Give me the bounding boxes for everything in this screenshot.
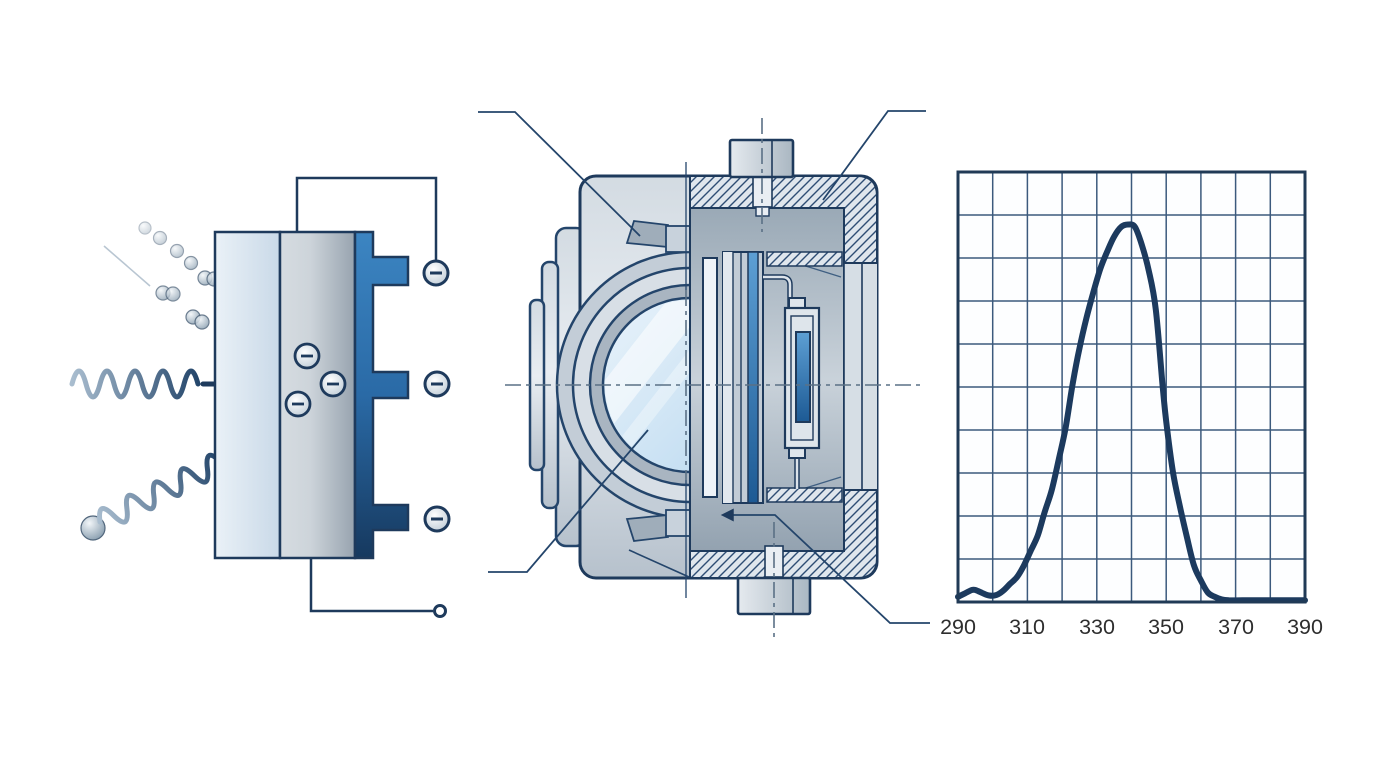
electron-icon	[293, 342, 321, 370]
sensor-cell	[795, 331, 811, 423]
photon-particle	[138, 221, 152, 235]
mount-section	[766, 487, 843, 503]
x-axis-tick-label: 390	[1287, 615, 1323, 639]
x-axis-tick-label: 290	[940, 615, 976, 639]
electron-icon	[422, 259, 450, 287]
photon-particle	[165, 286, 181, 302]
leader-line-top-right	[822, 110, 926, 201]
electron-icon	[423, 370, 451, 398]
light-wave-icon	[97, 452, 224, 525]
leader-line-top-left	[478, 111, 641, 237]
chamfer-line	[628, 549, 690, 578]
chart-panel: 290 310 330 350 370 390	[940, 170, 1323, 639]
photocathode-plate	[213, 230, 410, 560]
light-wave-icon	[69, 368, 201, 400]
retainer-step	[665, 509, 693, 537]
leader-line-bottom-left	[488, 429, 649, 573]
element-holder	[783, 297, 821, 459]
glass-layer	[213, 230, 282, 560]
x-axis-tick-label: 310	[1009, 615, 1045, 639]
centerlines	[505, 118, 923, 642]
cross-section-panel	[478, 110, 930, 642]
cathode-wire	[309, 558, 433, 613]
photon-particle	[194, 314, 210, 330]
particle-trail-line	[103, 245, 151, 287]
electron-icon	[284, 390, 312, 418]
wire-terminal-icon	[433, 604, 447, 618]
metal-layer	[278, 230, 357, 560]
window-plate	[702, 257, 718, 498]
free-electrons	[422, 259, 451, 533]
lens-highlight	[605, 300, 702, 470]
electrode-layer	[353, 230, 410, 560]
photoelectric-panel	[69, 176, 451, 618]
top-cap-section	[689, 175, 878, 264]
electron-icon	[423, 505, 451, 533]
leader-lines	[478, 110, 930, 624]
detector-plate-stack	[722, 251, 764, 504]
photon-particle	[152, 230, 168, 246]
x-axis-tick-labels: 290 310 330 350 370 390	[940, 615, 1323, 639]
retainer-step	[665, 225, 693, 253]
lead-tube-inner	[763, 275, 792, 308]
photon-particle	[183, 255, 199, 271]
x-axis-tick-label: 350	[1148, 615, 1184, 639]
bound-electrons	[284, 342, 347, 418]
chart-border	[956, 170, 1307, 604]
right-wall	[844, 263, 877, 490]
electron-icon	[319, 370, 347, 398]
chart-grid	[958, 172, 1305, 602]
leader-arrow-bottom-right	[720, 508, 930, 624]
retainer-wedge	[625, 220, 669, 248]
x-axis-tick-label: 330	[1079, 615, 1115, 639]
mount-section	[766, 251, 843, 267]
bottom-cap-section	[689, 489, 878, 579]
x-axis-tick-label: 370	[1218, 615, 1254, 639]
response-curve	[955, 221, 1308, 604]
sensor-layer	[747, 251, 759, 504]
anode-wire	[295, 176, 438, 260]
retainer-wedge	[625, 514, 669, 542]
photon-particle	[169, 243, 185, 259]
